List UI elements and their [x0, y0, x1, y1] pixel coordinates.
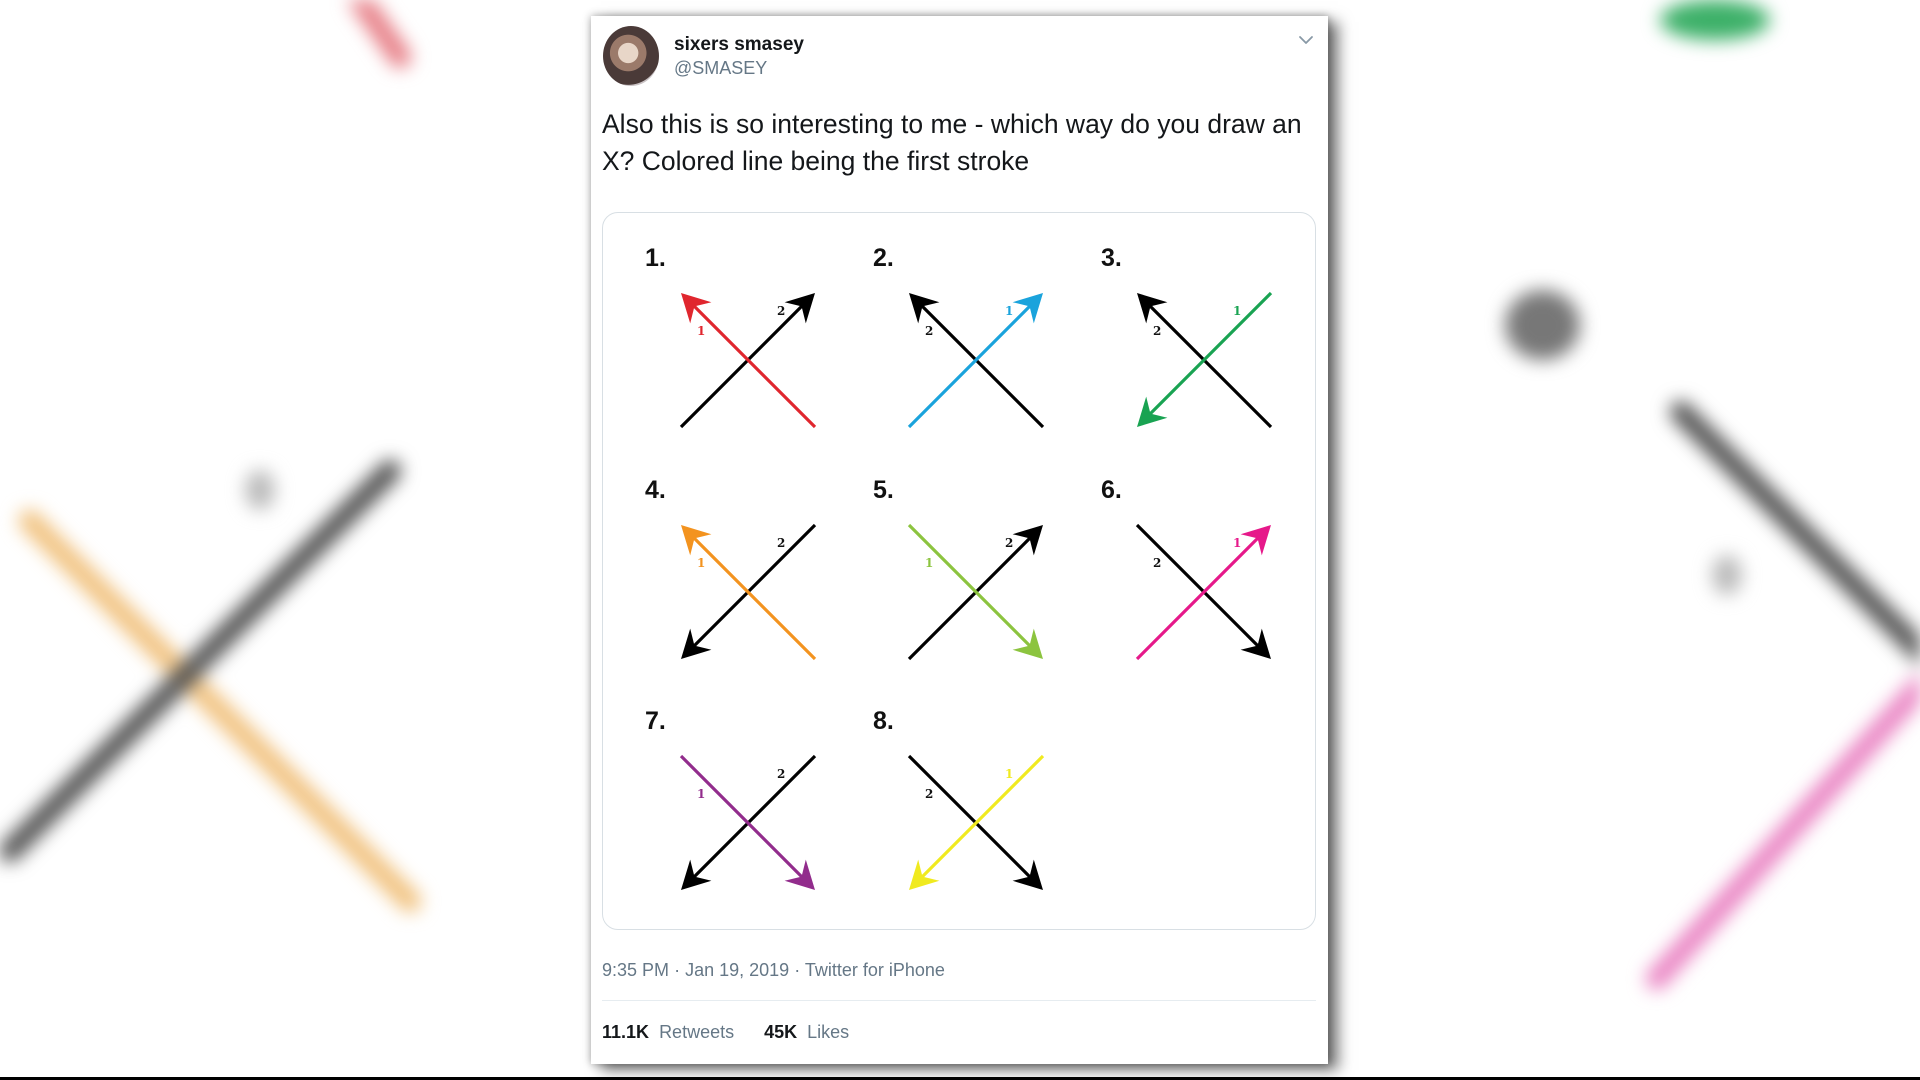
- stroke-1-label: 1: [1005, 304, 1013, 318]
- tweet-meta: 9:35 PM · Jan 19, 2019 · Twitter for iPh…: [602, 960, 945, 981]
- stroke-2-label: 2: [925, 324, 933, 338]
- stroke-2-label: 2: [925, 787, 933, 801]
- display-name[interactable]: sixers smasey: [674, 34, 804, 55]
- bg-black-stroke-right: [1665, 396, 1920, 766]
- second-stroke-line: [689, 523, 817, 651]
- likes-stat[interactable]: 45K Likes: [764, 1022, 849, 1042]
- second-stroke-line: [679, 301, 807, 429]
- stroke-1-label: 1: [697, 324, 705, 338]
- tweet-text: Also this is so interesting to me - whic…: [602, 109, 1302, 176]
- first-stroke-line: [689, 533, 817, 661]
- stroke-1-label: 1: [925, 556, 933, 570]
- second-stroke-line: [689, 754, 817, 882]
- stroke-1-label: 1: [1233, 304, 1241, 318]
- bottom-edge-bar: [0, 1077, 1920, 1080]
- first-stroke-line: [1135, 533, 1263, 661]
- first-stroke-arrowhead: [1137, 396, 1168, 427]
- bg-orange-stroke: [14, 505, 426, 917]
- second-stroke-arrowhead: [784, 293, 815, 324]
- retweets-label: Retweets: [659, 1022, 735, 1042]
- bg-digit-blob: [245, 470, 275, 510]
- first-stroke-arrowhead: [909, 859, 940, 890]
- second-stroke-line: [907, 754, 1035, 882]
- avatar[interactable]: [603, 26, 659, 86]
- tweet-source[interactable]: Twitter for iPhone: [804, 960, 945, 980]
- stroke-1-label: 1: [697, 556, 705, 570]
- stroke-1-label: 1: [697, 787, 705, 801]
- second-stroke-line: [917, 301, 1045, 429]
- meta-separator: ·: [674, 960, 681, 980]
- second-stroke-arrowhead: [1137, 293, 1168, 324]
- bg-green-blob: [1660, 0, 1770, 40]
- variant-number-label: 5.: [873, 476, 894, 504]
- retweets-count: 11.1K: [602, 1022, 650, 1042]
- second-stroke-arrowhead: [1240, 628, 1271, 659]
- likes-label: Likes: [807, 1022, 850, 1042]
- bg-red-stroke: [334, 0, 416, 73]
- variant-number-label: 7.: [645, 707, 666, 735]
- first-stroke-arrowhead: [1240, 525, 1271, 556]
- variant-number-label: 3.: [1101, 244, 1122, 272]
- second-stroke-arrowhead: [1012, 525, 1043, 556]
- stroke-2-label: 2: [1005, 536, 1013, 550]
- first-stroke-line: [907, 301, 1035, 429]
- stroke-2-label: 2: [777, 304, 785, 318]
- tweet-media-image[interactable]: 1. 1 2 2. 1 2 3. 1 2 4. 1 2 5. 1 2 6. 1 2 7. 1 2 8. 1 2: [602, 212, 1316, 930]
- bg-arrowhead-blob: [1505, 290, 1580, 360]
- first-stroke-line: [689, 301, 817, 429]
- second-stroke-line: [1145, 301, 1273, 429]
- stroke-2-label: 2: [1153, 556, 1161, 570]
- stroke-2-label: 2: [777, 536, 785, 550]
- variant-number-label: 2.: [873, 244, 894, 272]
- tweet-time[interactable]: 9:35 PM: [602, 960, 670, 980]
- first-stroke-line: [907, 523, 1035, 651]
- stroke-2-label: 2: [1153, 324, 1161, 338]
- variant-number-label: 1.: [645, 244, 666, 272]
- chevron-down-icon[interactable]: [1298, 32, 1314, 48]
- first-stroke-arrowhead: [1012, 628, 1043, 659]
- second-stroke-arrowhead: [909, 293, 940, 324]
- meta-separator: ·: [794, 960, 801, 980]
- second-stroke-arrowhead: [681, 859, 712, 890]
- second-stroke-arrowhead: [1012, 859, 1043, 890]
- divider: [602, 1000, 1316, 1001]
- bg-black-stroke: [0, 455, 406, 867]
- first-stroke-arrowhead: [784, 859, 815, 890]
- first-stroke-arrowhead: [681, 525, 712, 556]
- tweet-card: sixers smasey @SMASEY Also this is so in…: [591, 16, 1328, 1064]
- likes-count: 45K: [764, 1022, 798, 1042]
- first-stroke-arrowhead: [1012, 293, 1043, 324]
- variant-number-label: 6.: [1101, 476, 1122, 504]
- variant-number-label: 8.: [873, 707, 894, 735]
- stroke-2-label: 2: [777, 767, 785, 781]
- second-stroke-arrowhead: [681, 628, 712, 659]
- second-stroke-line: [1135, 523, 1263, 651]
- stroke-1-label: 1: [1005, 767, 1013, 781]
- first-stroke-arrowhead: [681, 293, 712, 324]
- retweets-stat[interactable]: 11.1K Retweets: [602, 1022, 734, 1042]
- tweet-date[interactable]: Jan 19, 2019: [685, 960, 790, 980]
- variant-number-label: 4.: [645, 476, 666, 504]
- user-handle[interactable]: @SMASEY: [674, 58, 768, 78]
- first-stroke-line: [1145, 291, 1273, 419]
- second-stroke-line: [907, 533, 1035, 661]
- x-stroke-diagram: 1. 1 2 2. 1 2 3. 1 2 4. 1 2 5. 1 2 6. 1 2 7. 1 2 8. 1 2: [645, 244, 1273, 890]
- first-stroke-line: [679, 754, 807, 882]
- bg-digit-blob-right: [1712, 555, 1742, 595]
- first-stroke-line: [917, 754, 1045, 882]
- tweet-stats: 11.1K Retweets 45K Likes: [602, 1022, 849, 1043]
- stroke-1-label: 1: [1233, 536, 1241, 550]
- bg-pink-stroke: [1641, 667, 1920, 995]
